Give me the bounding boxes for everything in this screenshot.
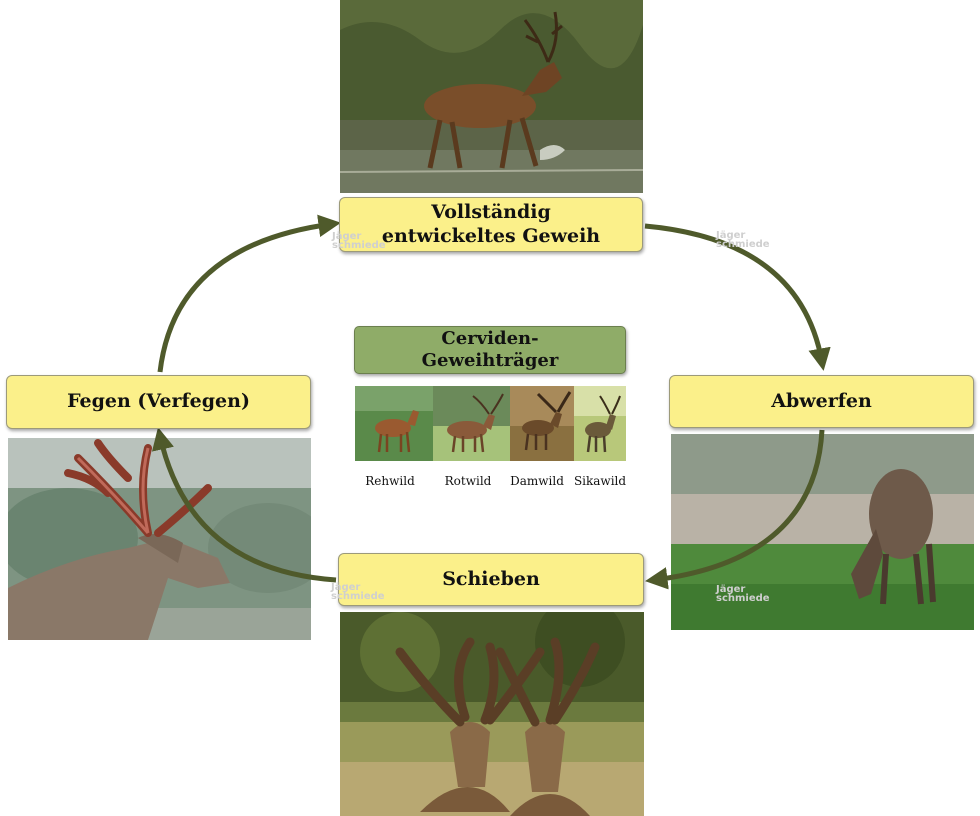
stage-label-fegen: Fegen (Verfegen) (67, 390, 250, 413)
photo-stag-in-water (340, 0, 643, 193)
species-label-sikawild: Sikawild (573, 474, 627, 488)
arrow-abwerfen-to-schieben (645, 429, 825, 590)
photo-damwild (510, 386, 574, 461)
stage-box-geweih: Vollständig entwickeltes Geweih (339, 197, 643, 252)
arrow-fegen-to-geweih (157, 214, 341, 373)
stage-label-geweih: Vollständig entwickeltes Geweih (381, 200, 601, 247)
watermark: Jäger schmiede (331, 582, 385, 602)
photo-grazing-deer (671, 434, 974, 630)
center-title-box: Cerviden-Geweihträger (354, 326, 626, 374)
photo-rotwild (433, 386, 510, 461)
stage-label-abwerfen: Abwerfen (771, 389, 872, 412)
photo-rehwild (355, 386, 433, 461)
watermark: Jäger schmiede (716, 230, 770, 250)
arrow-schieben-to-fegen (151, 427, 337, 583)
stage-box-schieben: Schieben (338, 553, 644, 606)
watermark: Jäger schmiede (716, 584, 770, 604)
species-label-damwild: Damwild (510, 474, 564, 488)
stage-box-abwerfen: Abwerfen (669, 375, 974, 428)
arrow-geweih-to-abwerfen (644, 223, 831, 371)
photo-sikawild (574, 386, 626, 461)
watermark: Jäger schmiede (332, 231, 386, 251)
photo-two-stags-velvet (340, 612, 644, 816)
species-label-rehwild: Rehwild (365, 474, 415, 488)
center-title: Cerviden-Geweihträger (421, 328, 559, 371)
species-label-rotwild: Rotwild (444, 474, 492, 488)
photo-stag-velvet-shedding (8, 438, 311, 640)
stage-box-fegen: Fegen (Verfegen) (6, 375, 311, 429)
stage-label-schieben: Schieben (442, 567, 540, 590)
